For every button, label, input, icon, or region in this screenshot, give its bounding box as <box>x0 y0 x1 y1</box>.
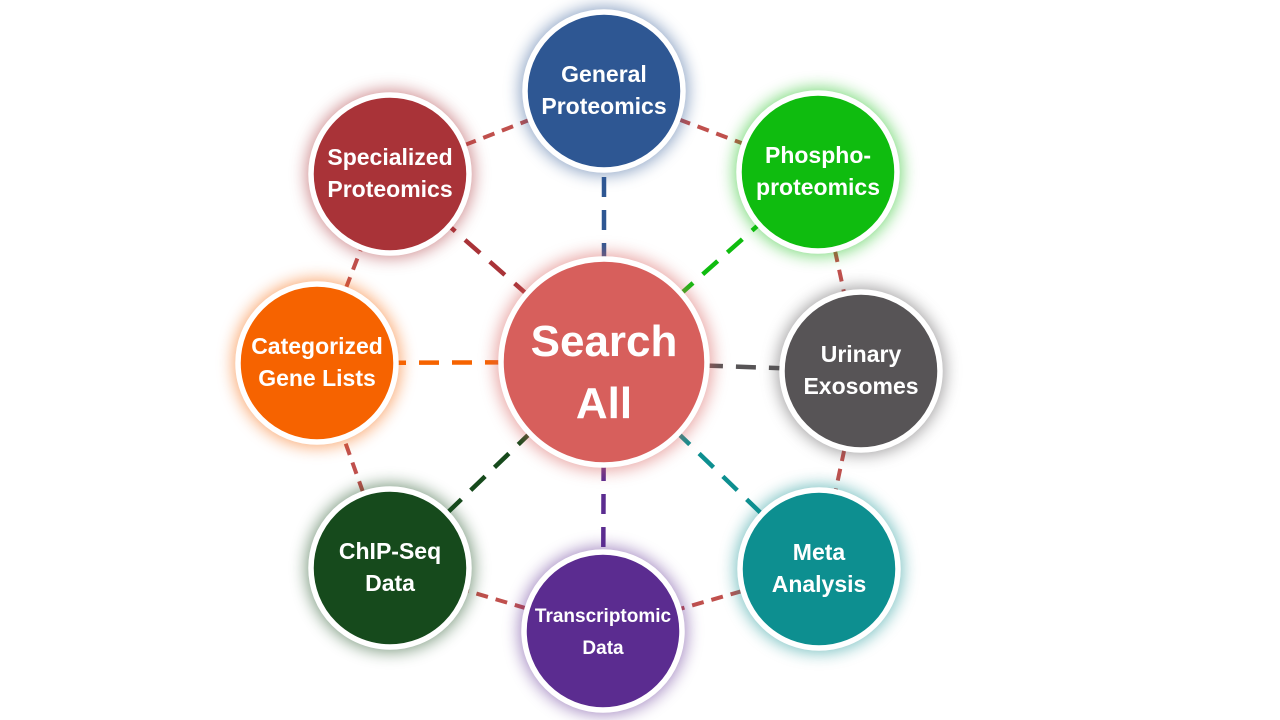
specialized-proteomics-circle[interactable] <box>308 92 472 256</box>
categorized-gene-lists-circle[interactable] <box>235 281 399 445</box>
node-transcriptomic-data[interactable]: Transcriptomic Data <box>519 547 687 715</box>
transcriptomic-data-circle[interactable] <box>521 549 685 713</box>
search-all-circle[interactable] <box>498 256 710 468</box>
node-chip-seq-data[interactable]: ChIP-Seq Data <box>306 484 474 652</box>
node-specialized-proteomics[interactable]: Specialized Proteomics <box>306 90 474 258</box>
general-proteomics-circle[interactable] <box>522 9 686 173</box>
meta-analysis-circle[interactable] <box>737 487 901 651</box>
node-search-all[interactable]: Search All <box>495 253 713 471</box>
chip-seq-data-circle[interactable] <box>308 486 472 650</box>
phospho-proteomics-circle[interactable] <box>736 90 900 254</box>
node-phospho-proteomics[interactable]: Phospho- proteomics <box>734 88 902 256</box>
node-urinary-exosomes[interactable]: Urinary Exosomes <box>777 287 945 455</box>
node-categorized-gene-lists[interactable]: Categorized Gene Lists <box>233 279 401 447</box>
node-general-proteomics[interactable]: General Proteomics <box>520 7 688 175</box>
urinary-exosomes-circle[interactable] <box>779 289 943 453</box>
node-meta-analysis[interactable]: Meta Analysis <box>735 485 903 653</box>
